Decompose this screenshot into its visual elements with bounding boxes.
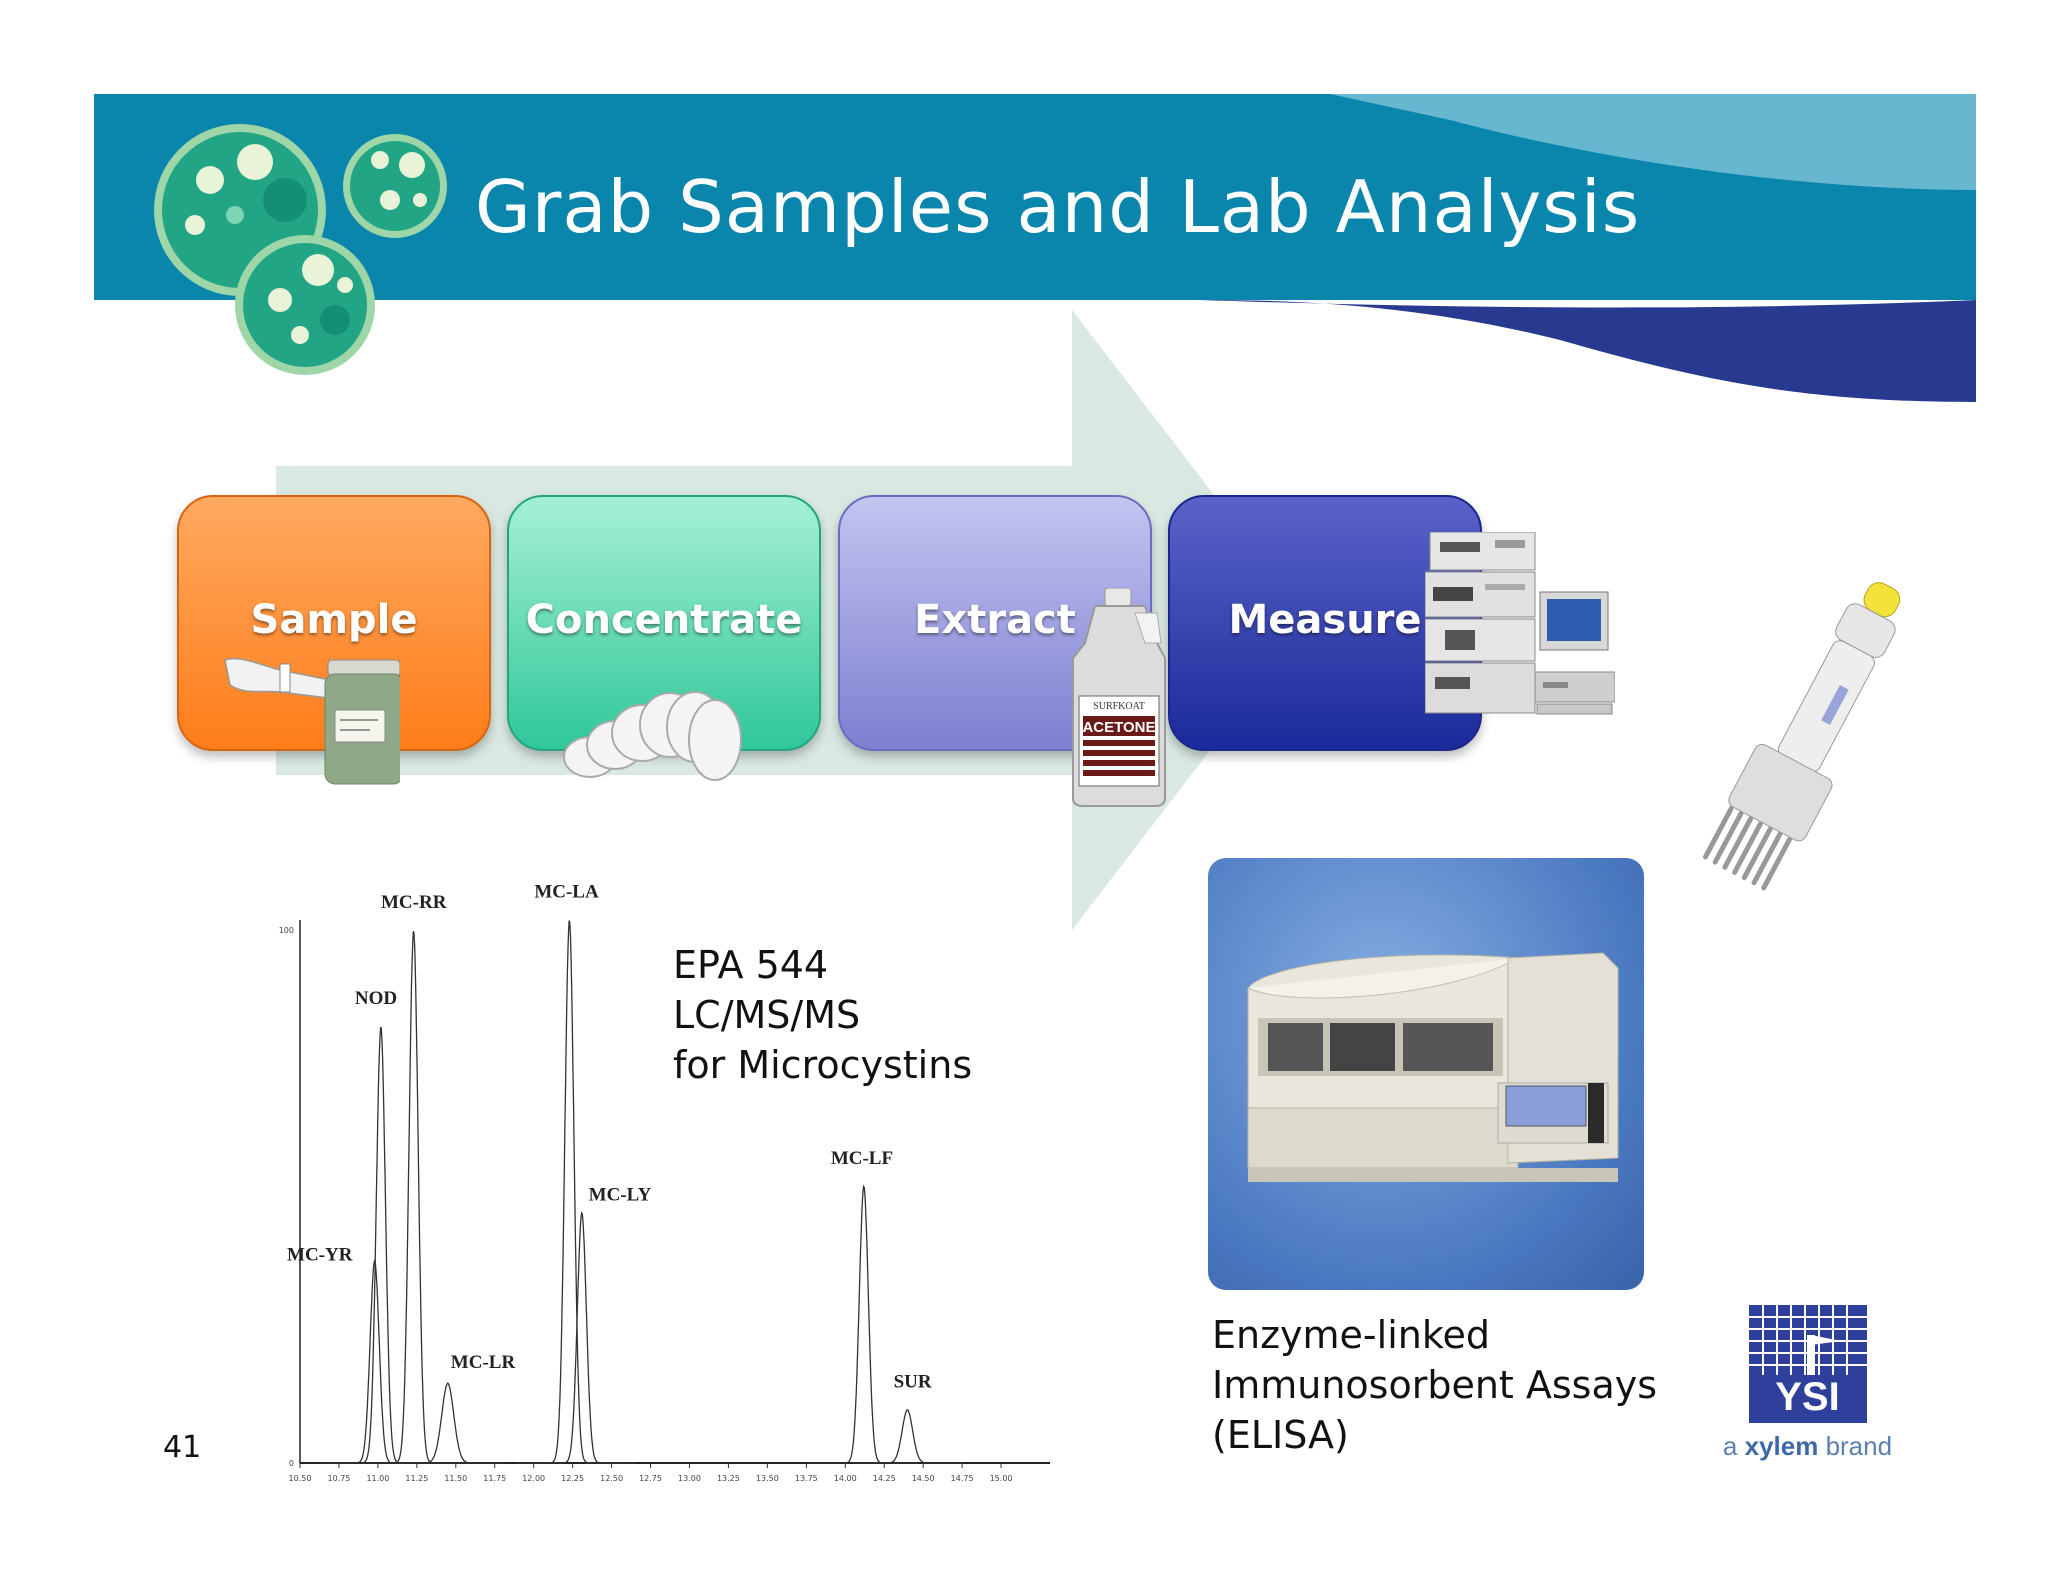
peak-trace bbox=[527, 1211, 637, 1464]
ysi-grid-icon bbox=[1748, 1305, 1867, 1375]
peak-trace bbox=[393, 1382, 503, 1464]
peak-label: MC-LY bbox=[589, 1184, 652, 1205]
x-tick-label: 14.25 bbox=[873, 1474, 896, 1483]
x-tick-label: 10.50 bbox=[289, 1474, 312, 1483]
x-tick-label: 11.25 bbox=[405, 1474, 428, 1483]
step-measure-label: Measure bbox=[1228, 597, 1422, 643]
step-sample-label: Sample bbox=[250, 597, 418, 643]
pipette-icon bbox=[1702, 582, 1901, 891]
x-tick-label: 13.75 bbox=[795, 1474, 818, 1483]
sample-bottle-icon bbox=[224, 658, 400, 785]
lcms-instrument-icon bbox=[1425, 532, 1615, 715]
banner-navy-wave bbox=[1200, 300, 1976, 402]
step-extract-label: Extract bbox=[914, 597, 1076, 643]
tagline-suffix: brand bbox=[1818, 1431, 1893, 1461]
elisa-line-1: Enzyme-linked bbox=[1212, 1313, 1490, 1357]
x-tick-label: 12.75 bbox=[639, 1474, 662, 1483]
x-tick-label: 11.00 bbox=[366, 1474, 389, 1483]
elisa-reader-photo bbox=[1208, 858, 1644, 1290]
peak-trace bbox=[853, 1409, 963, 1464]
epa-method-text: EPA 544 LC/MS/MS for Microcystins bbox=[673, 940, 972, 1090]
filter-discs-icon bbox=[563, 691, 742, 781]
epa-line-3: for Microcystins bbox=[673, 1043, 973, 1087]
x-tick-label: 13.25 bbox=[717, 1474, 740, 1483]
acetone-jug-icon: SURFKOAT ACETONE bbox=[1072, 588, 1166, 807]
xylem-tagline: a xylem brand bbox=[1720, 1431, 1895, 1462]
x-tick-label: 13.00 bbox=[678, 1474, 701, 1483]
x-tick-label: 12.00 bbox=[522, 1474, 545, 1483]
page-number: 41 bbox=[163, 1430, 202, 1465]
peak-label: MC-RR bbox=[381, 892, 447, 913]
x-tick-label: 14.50 bbox=[912, 1474, 935, 1483]
elisa-reader-icon bbox=[1247, 952, 1619, 1182]
chromatogram-chart: 10.50 10.75 11.00 11.25 11.50 11.75 12.00 12.25… bbox=[279, 881, 1050, 1483]
y-tick-label: 100 bbox=[279, 926, 294, 935]
elisa-text: Enzyme-linked Immunosorbent Assays (ELIS… bbox=[1212, 1310, 1657, 1460]
tagline-brand: xylem bbox=[1744, 1431, 1819, 1461]
peak-label: NOD bbox=[355, 988, 397, 1009]
peak-label: MC-LR bbox=[451, 1352, 516, 1373]
peak-label: MC-LF bbox=[831, 1148, 893, 1169]
acetone-brand: SURFKOAT bbox=[1093, 701, 1145, 712]
x-tick-label: 10.75 bbox=[327, 1474, 350, 1483]
peak-trace bbox=[809, 1184, 919, 1464]
x-tick-label: 13.50 bbox=[756, 1474, 779, 1483]
x-tick-label: 11.75 bbox=[483, 1474, 506, 1483]
peak-label: SUR bbox=[894, 1372, 932, 1393]
y-tick-label: 0 bbox=[289, 1459, 294, 1468]
banner-light-wave bbox=[1330, 94, 1976, 190]
slide-title: Grab Samples and Lab Analysis bbox=[475, 165, 1641, 249]
x-tick-label: 14.75 bbox=[951, 1474, 974, 1483]
peak-label: MC-LA bbox=[534, 881, 599, 902]
x-tick-label: 12.50 bbox=[600, 1474, 623, 1483]
acetone-label: ACETONE bbox=[1082, 719, 1155, 736]
cells-logo-icon bbox=[154, 124, 447, 375]
step-concentrate-label: Concentrate bbox=[525, 597, 803, 643]
epa-line-1: EPA 544 bbox=[673, 943, 829, 987]
ysi-wordmark: YSI bbox=[1775, 1375, 1840, 1419]
elisa-line-3: (ELISA) bbox=[1212, 1413, 1349, 1457]
x-tick-label: 12.25 bbox=[561, 1474, 584, 1483]
x-tick-label: 11.50 bbox=[444, 1474, 467, 1483]
epa-line-2: LC/MS/MS bbox=[673, 993, 861, 1037]
ysi-logo: YSI a xylem brand bbox=[1720, 1305, 1895, 1462]
x-tick-label: 15.00 bbox=[990, 1474, 1013, 1483]
elisa-line-2: Immunosorbent Assays bbox=[1212, 1363, 1658, 1407]
peak-label: MC-YR bbox=[287, 1244, 353, 1265]
tagline-prefix: a bbox=[1722, 1431, 1745, 1461]
x-tick-label: 14.00 bbox=[834, 1474, 857, 1483]
peak-trace bbox=[359, 931, 469, 1464]
